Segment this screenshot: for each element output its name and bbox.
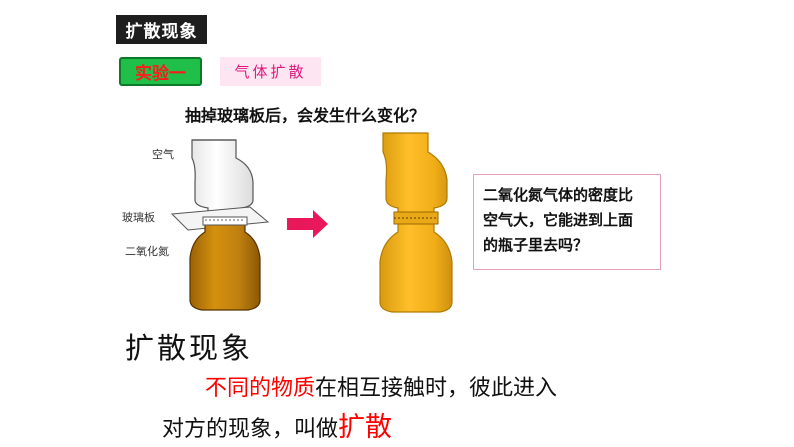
experiment-badge: 实验一 [119, 57, 202, 86]
section-heading: 扩散现象 [125, 331, 254, 365]
definition-line-2: 对方的现象，叫做扩散 [162, 405, 392, 444]
definition-line-1: 不同的物质在相互接触时，彼此进入 [205, 370, 557, 402]
definition-text: 在相互接触时，彼此进入 [315, 376, 558, 401]
upper-bottle-air [191, 139, 254, 215]
definition-highlight: 不同的物质 [205, 376, 316, 401]
info-line: 空气大，它能进到上面 [483, 211, 634, 229]
label-no2: 二氧化氮 [125, 245, 169, 258]
label-air: 空气 [152, 148, 174, 161]
info-line: 的瓶子里去吗？ [483, 236, 589, 254]
lower-bottle-no2 [189, 216, 261, 311]
info-line: 二氧化氮气体的密度比 [483, 186, 634, 204]
slide-title: 扩散现象 [116, 15, 207, 44]
definition-term: 扩散 [338, 412, 393, 443]
question-text: 抽掉玻璃板后，会发生什么变化？ [185, 106, 426, 125]
label-glass-plate: 玻璃板 [122, 211, 155, 224]
mixed-bottles [379, 132, 453, 313]
right-arrow-icon [287, 210, 328, 238]
info-box: 二氧化氮气体的密度比 空气大，它能进到上面 的瓶子里去吗？ [473, 174, 661, 270]
definition-text: 对方的现象，叫做 [162, 417, 339, 442]
experiment-name: 气体扩散 [220, 57, 321, 86]
